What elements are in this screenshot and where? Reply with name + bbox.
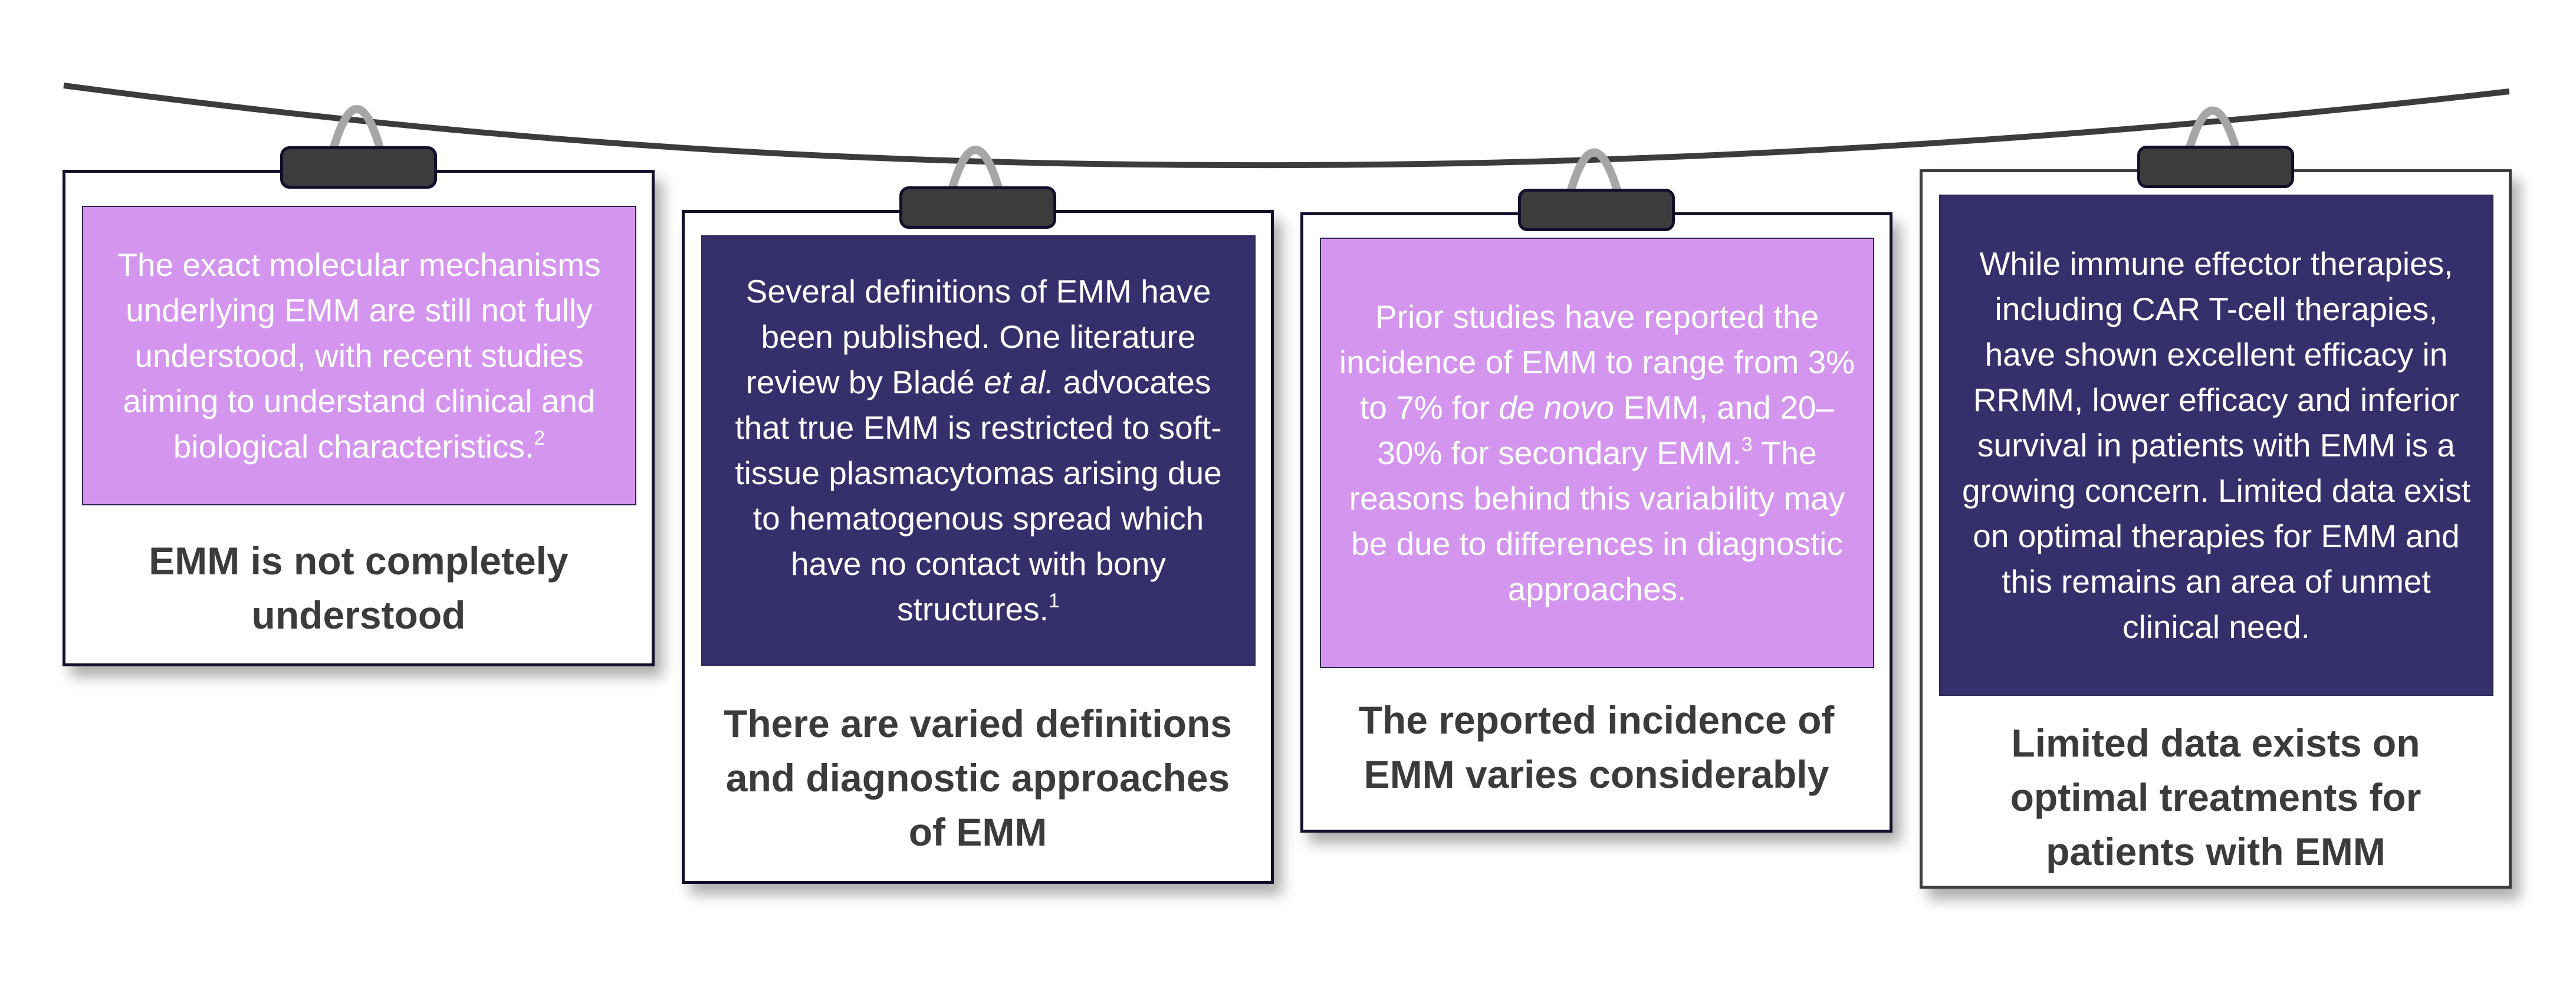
card-title: There are varied definitions and diagnos… — [724, 702, 1232, 854]
binder-clip-icon — [899, 186, 1056, 229]
card-limited-data: While immune effector therapies, includi… — [1920, 146, 2512, 889]
card-title: The reported incidence of EMM varies con… — [1358, 698, 1835, 796]
info-panel: Prior studies have reported the incidenc… — [1320, 238, 1874, 668]
hook-4 — [2186, 106, 2240, 149]
binder-clip-icon — [1518, 189, 1675, 231]
card-title: Limited data exists on optimal treatment… — [2010, 721, 2421, 873]
info-panel: While immune effector therapies, includi… — [1939, 195, 2493, 696]
card-varied-definitions: Several definitions of EMM have been pub… — [682, 186, 1274, 884]
panel-text: The exact molecular mechanisms underlyin… — [117, 246, 601, 465]
hook-3 — [1567, 148, 1621, 192]
card-title: EMM is not completely understood — [149, 539, 569, 637]
panel-text: Prior studies have reported the incidenc… — [1339, 298, 1855, 607]
panel-text: While immune effector therapies, includi… — [1961, 245, 2471, 645]
card-emm-not-understood: The exact molecular mechanisms underlyin… — [63, 146, 655, 666]
footnote-ref: 1 — [1048, 590, 1060, 612]
footnote-ref: 3 — [1741, 433, 1753, 456]
info-panel: Several definitions of EMM have been pub… — [701, 235, 1256, 666]
footnote-ref: 2 — [534, 426, 546, 449]
binder-clip-icon — [2137, 146, 2294, 188]
card-incidence-varies: Prior studies have reported the incidenc… — [1300, 189, 1892, 833]
hook-1 — [330, 105, 384, 149]
panel-text: Several definitions of EMM have been pub… — [735, 273, 1222, 627]
binder-clip-icon — [280, 146, 437, 189]
info-panel: The exact molecular mechanisms underlyin… — [82, 206, 636, 505]
hook-2 — [948, 146, 1003, 189]
